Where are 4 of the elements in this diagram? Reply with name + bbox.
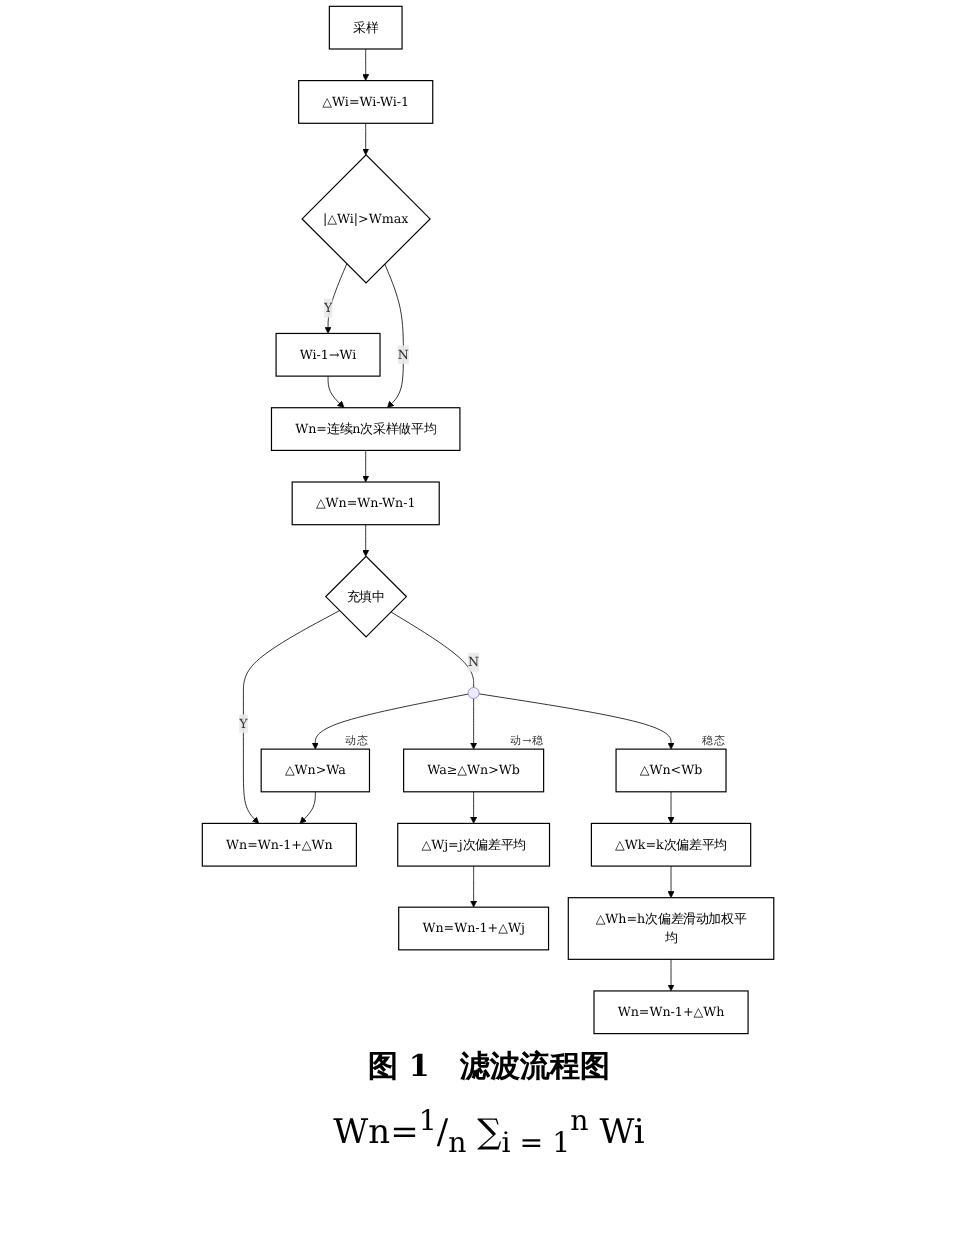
figure-caption: 图 1 滤波流程图 xyxy=(366,1048,612,1086)
connector xyxy=(391,611,475,688)
formula: Wn=$^{1}$/$_{n}$ ∑$_{i = 1}$$^{n}$ Wi xyxy=(331,1106,647,1161)
node-circle xyxy=(468,687,481,699)
